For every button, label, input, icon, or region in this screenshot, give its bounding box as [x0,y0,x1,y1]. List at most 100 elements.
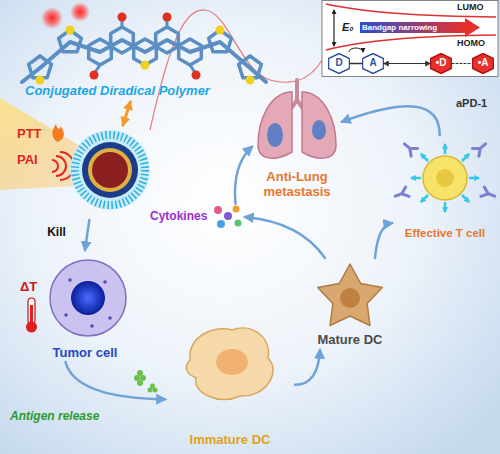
thermometer [28,298,35,324]
antibody-label: aPD-1 [456,97,487,110]
t-cell-art [469,177,479,180]
t-cell-art [436,169,454,187]
antigen-particles [140,375,146,381]
mature-dc: Mature DC [300,258,400,350]
mature-dc-art [318,264,383,326]
energy-level-curve [326,35,496,50]
flow-arrow [342,106,440,135]
process-label: Antigen release [10,410,99,424]
rotation-arrow [349,48,363,52]
mature-dc-art [340,288,360,308]
t-cell-art [411,177,421,180]
cytokine-particles [233,206,240,213]
polymer-structure-art [118,13,127,22]
polymer-structure-art [70,2,90,22]
antibody [481,187,497,201]
hexagon-outline [329,54,350,74]
thermometer [26,322,37,333]
node-label: Tumor cell [20,346,150,361]
node-label: Mature DC [300,333,400,348]
immature-dc-art [216,349,248,375]
t-cell-art [444,202,447,212]
t-cell-art [462,154,469,161]
temperature-label: ΔT [20,280,37,295]
nanoparticle [82,142,138,198]
polymer-structure-art [216,26,225,35]
nanoparticle [70,130,150,210]
polymer-structure-art [22,2,266,85]
t-cell-art [423,156,467,200]
tumor-cell-art [50,260,126,336]
lung-metastasis: Anti-Lung metastasis [252,78,342,203]
polymer-structure-art [156,27,179,53]
tumor-cell-art [108,316,112,320]
nanoparticle [88,148,132,192]
polymer-structure-art [89,39,112,65]
arrow-label: Bandgap narrowing [362,23,462,32]
cytokine-particles [217,220,225,228]
cytokines: Cytokines [150,204,245,230]
immature-dc: Immature DC [165,305,295,450]
polymer-structure-art [141,61,150,70]
nanoparticle [75,135,145,205]
flow-arrow [66,362,166,399]
tumor-cell-art [64,313,68,317]
tumor-cell: Tumor cell [20,250,150,362]
tumor-cell-art [103,280,107,284]
orbital-label: LUMO [457,2,497,12]
bandgap-inset: LUMOHOMOE₀Bandgap narrowingDA•D•A [322,0,498,76]
nanoparticle [92,152,128,188]
node-label: •A [472,57,494,69]
polymer-structure-art [163,13,172,22]
antigen-particles [134,370,158,393]
absorption-curve [150,10,322,130]
antibody [472,140,488,156]
antibody [393,187,409,201]
donor-radical-hexagon: •D [430,53,452,74]
node-label: Anti-Lung metastasis [252,170,342,200]
flow-arrow [384,63,430,64]
acceptor-radical-hexagon: •A [472,53,494,74]
polymer-name: Conjugated Diradical Polymer [25,84,265,99]
gap-arrow [333,10,334,46]
lungs-art [258,92,292,158]
polymer-structure-art [179,39,202,65]
tumor-cell-art [71,281,105,315]
polymer-structure-art [94,18,196,74]
cytokine-particles [214,206,222,214]
imaging-label: PAI [17,153,57,168]
tumor-cell-art [90,324,94,328]
hexagon-outline [431,54,452,74]
polymer-structure-art [111,27,134,53]
lungs-art [267,123,283,147]
tumor-cell-art [50,260,126,336]
t-cell-art [421,195,428,202]
polymer-structure-art [29,56,52,78]
antigen-particles [134,375,140,381]
node-label: Immature DC [165,433,295,448]
donor-hexagon: D [328,53,350,74]
cytokine-particles [235,220,242,227]
mature-dc-art [318,264,383,326]
flow-arrow [452,63,472,64]
nanoparticle [70,130,150,210]
antigen-particles [137,370,143,376]
node-label: D [328,57,350,69]
polymer-structure-art [246,76,255,85]
t-cell-art [444,144,447,154]
node-label: Cytokines [150,210,216,224]
tumor-cell-art [68,278,72,282]
antibody [401,140,417,156]
antibody [393,140,496,201]
bandgap-arrow [465,18,480,37]
polymer-structure-art [41,7,63,29]
effective-t-cell: Effective T cell [392,135,498,245]
node-label: Effective T cell [386,227,500,240]
hexagon-outline [473,54,494,74]
therapy-label: PTT [17,127,57,142]
antigen-particles [137,380,143,386]
polymer-structure-art [192,71,201,80]
cytokine-particles [214,206,242,229]
